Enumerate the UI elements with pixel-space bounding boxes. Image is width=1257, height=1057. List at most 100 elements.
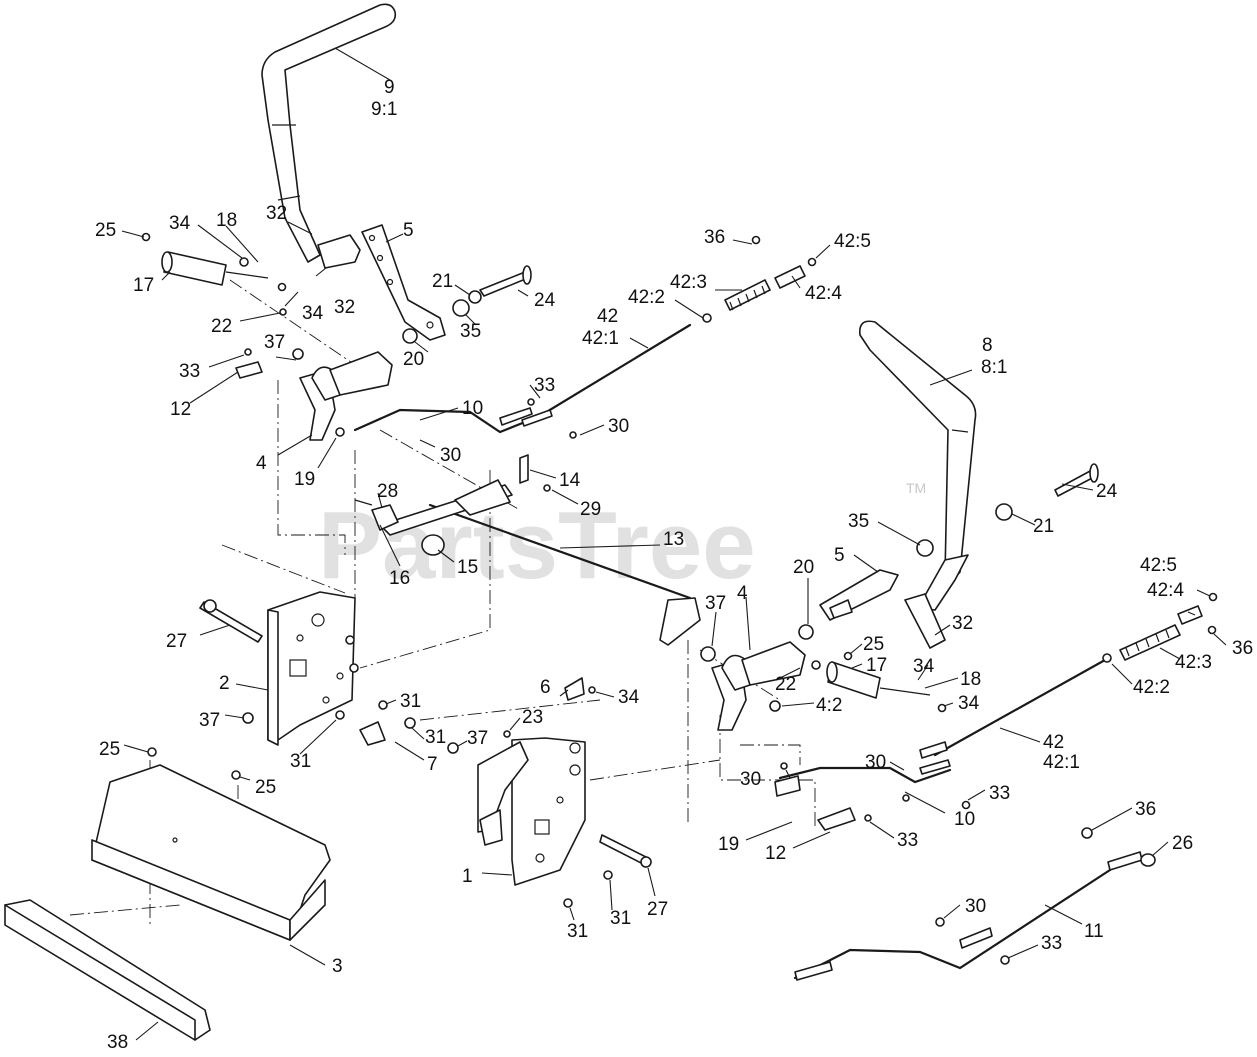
callout: 11 <box>1084 921 1104 942</box>
callout: 31 <box>290 751 311 772</box>
plate-1-center <box>447 677 652 908</box>
callout: 37 <box>467 728 488 749</box>
callout: 42:5 <box>834 231 871 252</box>
callout: 9:1 <box>371 99 397 120</box>
callout: 32 <box>952 613 973 634</box>
callout: 34 <box>958 693 980 714</box>
callout: 42:1 <box>1043 752 1080 773</box>
callout: 34 <box>169 213 191 234</box>
callout: 25 <box>99 739 120 760</box>
callout: 3 <box>332 956 343 977</box>
callout: 12 <box>765 843 786 864</box>
callout: 8:1 <box>981 357 1007 378</box>
callout: 38 <box>107 1032 128 1053</box>
callout: 10 <box>954 809 975 830</box>
cable-42-right <box>919 592 1218 759</box>
callout: 12 <box>170 399 191 420</box>
callout: 21 <box>1033 516 1054 537</box>
callout: 4:2 <box>816 695 842 716</box>
callout: 31 <box>425 727 446 748</box>
bracket-5-left <box>317 224 446 341</box>
callout: 10 <box>462 398 483 419</box>
callout: 21 <box>432 271 453 292</box>
callout: 23 <box>522 707 543 728</box>
link-rod-11 <box>793 827 1156 981</box>
callout: 27 <box>647 899 668 920</box>
callout: 30 <box>865 752 886 773</box>
callout: 20 <box>793 557 814 578</box>
seat-pan-3 <box>91 747 331 941</box>
callout: 36 <box>1135 799 1156 820</box>
callout: 16 <box>389 568 410 589</box>
channel-38 <box>4 899 211 1041</box>
callout: 34 <box>913 656 935 677</box>
callout: 9 <box>384 77 395 98</box>
callout: 34 <box>618 687 640 708</box>
callout: 37 <box>705 593 726 614</box>
callout: 30 <box>608 416 629 437</box>
callout: 32 <box>266 203 287 224</box>
callout: 28 <box>377 481 398 502</box>
callout: 2 <box>219 673 230 694</box>
leader-lines <box>121 47 1227 1041</box>
bolt-24-upper <box>402 265 532 344</box>
callout: 13 <box>663 529 684 550</box>
callout: 34 <box>302 303 324 324</box>
callout: 31 <box>400 691 421 712</box>
damper-17-right <box>826 651 947 713</box>
callout: 29 <box>580 499 601 520</box>
callout: 37 <box>199 710 220 731</box>
callout: 15 <box>457 557 478 578</box>
callout: 33 <box>534 375 555 396</box>
bracket-5-right <box>798 569 899 640</box>
callout: 18 <box>216 210 237 231</box>
callout: 33 <box>897 830 918 851</box>
callout-labels: 9 9:1 32 5 34 18 25 17 32 34 21 24 22 35… <box>95 77 1253 1053</box>
callout: 30 <box>440 445 461 466</box>
pivot-4-left <box>235 348 393 441</box>
link-rod-10-upper <box>353 398 535 434</box>
callout: 5 <box>834 545 845 566</box>
callout: 4 <box>256 453 267 474</box>
callout: 24 <box>534 290 556 311</box>
callout: 30 <box>965 896 986 917</box>
callout: 42:5 <box>1140 555 1177 576</box>
callout: 30 <box>740 769 761 790</box>
callout: 14 <box>559 470 581 491</box>
callout: 26 <box>1172 833 1193 854</box>
callout: 31 <box>610 908 631 929</box>
callout: 7 <box>427 754 438 775</box>
link-rod-10-right <box>774 759 971 831</box>
callout: 42:3 <box>1175 652 1212 673</box>
cross-shaft-13 <box>354 454 701 646</box>
callout: 42:4 <box>805 283 842 304</box>
plate-2-left <box>199 591 416 746</box>
callout: 42:3 <box>670 272 707 293</box>
cable-42-upper <box>521 235 817 439</box>
pivot-4-right <box>700 641 821 731</box>
damper-17-left <box>141 232 287 316</box>
callout: 42:4 <box>1147 580 1184 601</box>
callout: 4 <box>737 583 748 604</box>
callout: 24 <box>1096 481 1118 502</box>
callout: 6 <box>540 677 551 698</box>
callout: 37 <box>264 332 285 353</box>
callout: 1 <box>462 866 473 887</box>
callout: 31 <box>567 921 588 942</box>
callout: 8 <box>982 335 993 356</box>
callout: 22 <box>211 316 232 337</box>
callout: 17 <box>866 655 887 676</box>
callout: 20 <box>403 349 424 370</box>
callout: 32 <box>334 297 355 318</box>
callout: 25 <box>95 220 116 241</box>
callout: 5 <box>403 220 414 241</box>
callout: 33 <box>989 783 1010 804</box>
callout: 42:1 <box>582 328 619 349</box>
callout: 42 <box>1043 732 1064 753</box>
callout: 27 <box>166 631 187 652</box>
callout: 19 <box>294 469 315 490</box>
callout: 19 <box>718 834 739 855</box>
callout: 36 <box>1232 638 1253 659</box>
callout: 25 <box>863 634 884 655</box>
